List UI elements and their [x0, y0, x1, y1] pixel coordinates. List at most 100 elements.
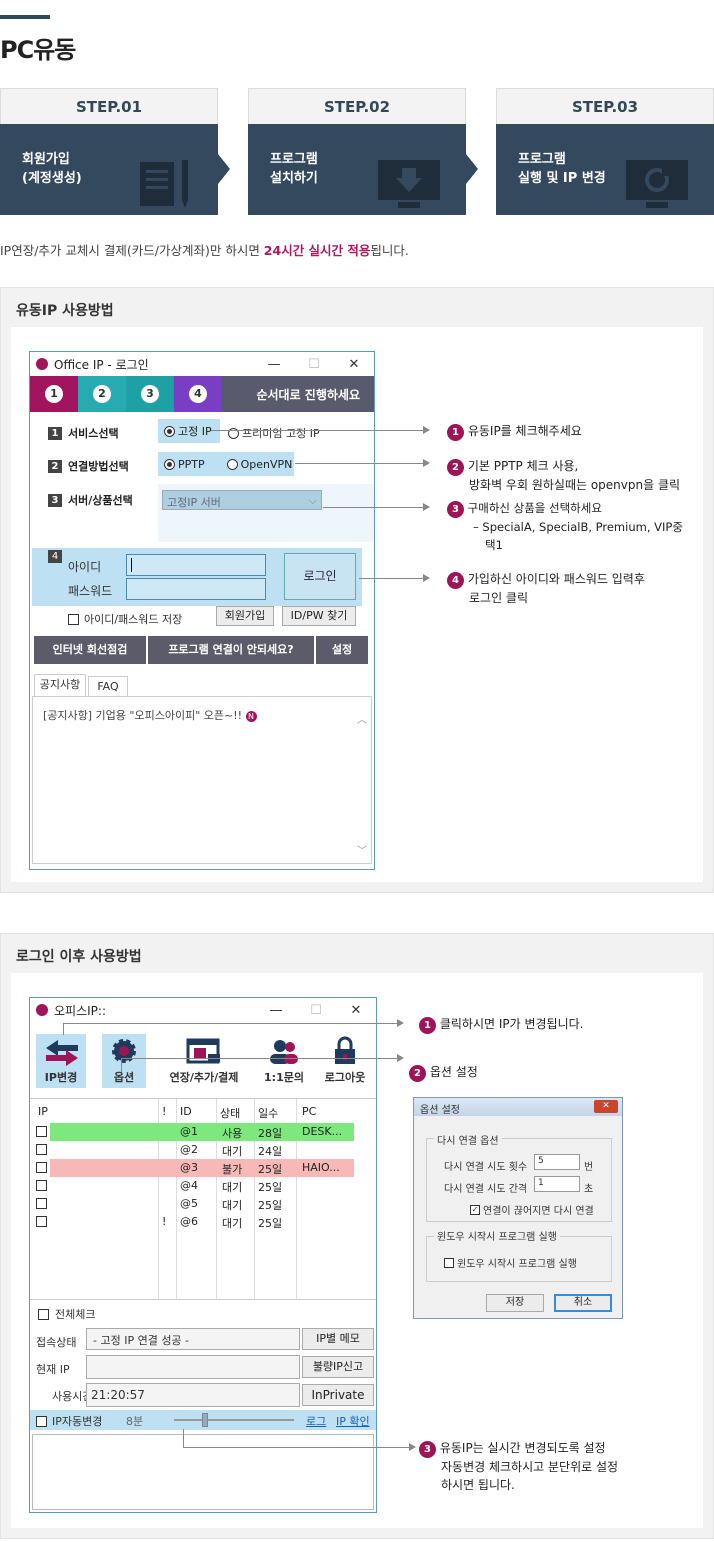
row-days: 25일	[258, 1163, 283, 1176]
maximize-button[interactable]: ☐	[308, 356, 320, 372]
officeip-main-window: 오피스IP:: — ☐ ✕ IP변경 옵션	[29, 997, 377, 1513]
maximize-button[interactable]: ☐	[310, 1002, 322, 1018]
login-window-titlebar: Office IP - 로그인 — ☐ ✕	[30, 352, 374, 376]
current-ip-value	[86, 1355, 300, 1379]
minimize-button[interactable]: —	[269, 1002, 283, 1018]
app-logo-icon	[36, 358, 48, 370]
callout-3: 3 구매하신 상품을 선택하세요– SpecialA, SpecialB, Pr…	[447, 499, 683, 554]
row-checkbox[interactable]	[36, 1126, 47, 1137]
row-checkbox[interactable]	[36, 1162, 47, 1173]
strip-instruction: 순서대로 진행하세요	[256, 388, 360, 402]
payment-window-icon	[186, 1038, 220, 1064]
startup-option[interactable]: 윈도우 시작시 프로그램 실행	[444, 1255, 577, 1270]
row-checkbox[interactable]	[36, 1144, 47, 1155]
row-days: 28일	[258, 1127, 283, 1140]
interval-slider[interactable]	[174, 1419, 294, 1421]
toolbar-logout[interactable]: 로그아웃	[318, 1034, 372, 1088]
startup-checkbox[interactable]	[444, 1257, 454, 1268]
current-ip-label: 현재 IP	[36, 1363, 70, 1376]
reconnect-checkbox[interactable]: ✓	[470, 1204, 480, 1215]
realtime-notice: IP연장/추가 교체시 결제(카드/가상계좌)만 하시면 24시간 실시간 적용…	[0, 243, 409, 258]
tab-faq[interactable]: FAQ	[88, 676, 128, 696]
save-credentials-checkbox[interactable]	[68, 613, 79, 625]
toolbar-ip-change[interactable]: IP변경	[36, 1034, 86, 1088]
openvpn-radio[interactable]	[226, 458, 238, 470]
close-button[interactable]: ✕	[348, 356, 360, 372]
options-dialog-title: 옵션 설정	[420, 1105, 460, 1116]
reconnect-group	[426, 1138, 612, 1222]
server-select[interactable]: 고정IP 서버⌵	[162, 490, 322, 510]
log-link[interactable]: 로그	[306, 1415, 327, 1428]
dialog-close-icon[interactable]: ✕	[594, 1100, 618, 1113]
line-check-button[interactable]: 인터넷 회선점검	[34, 636, 146, 664]
ip-memo-button[interactable]: IP별 메모	[302, 1328, 374, 1350]
row-status: 대기	[222, 1181, 243, 1194]
step-progress-strip: 1 2 3 4 순서대로 진행하세요	[30, 376, 374, 412]
interval-slider-handle[interactable]	[202, 1413, 208, 1427]
id-input[interactable]	[126, 554, 266, 576]
step-1: STEP.01 회원가입(계정생성)	[0, 88, 230, 215]
tab-notice[interactable]: 공지사항	[34, 674, 86, 696]
usage-time-label: 사용시간	[52, 1390, 86, 1403]
reconnect-option[interactable]: ✓연결이 끊어지면 다시 연결	[470, 1204, 594, 1217]
row-highlight	[50, 1123, 354, 1141]
login-step-num: 4	[48, 550, 62, 563]
toolbar-options[interactable]: 옵션	[102, 1034, 146, 1088]
scroll-down-icon[interactable]: ﹀	[357, 846, 367, 857]
row-checkbox[interactable]	[36, 1180, 47, 1191]
row-status: 대기	[222, 1145, 243, 1158]
ip-change-arrows-icon	[46, 1040, 78, 1066]
pptp-radio[interactable]	[164, 458, 175, 470]
connection-help-button[interactable]: 프로그램 연결이 안되세요?	[148, 636, 314, 664]
section1-title: 유동IP 사용방법	[16, 303, 114, 319]
fixed-ip-option[interactable]: 고정 IP	[158, 419, 220, 443]
progress-step-3: 3	[141, 385, 159, 403]
retry-interval-label: 다시 연결 시도 간격	[444, 1184, 528, 1195]
save-credentials[interactable]: 아이디/패스워드 저장	[68, 611, 182, 627]
options-cancel-button[interactable]: 취소	[554, 1294, 612, 1312]
main-window-title: 오피스IP::	[54, 1003, 106, 1018]
find-idpw-button[interactable]: ID/PW 찾기	[282, 606, 356, 626]
join-button[interactable]: 회원가입	[216, 606, 274, 626]
row-days: 25일	[258, 1217, 283, 1230]
retry-count-label: 다시 연결 시도 횟수	[444, 1162, 528, 1173]
options-save-button[interactable]: 저장	[486, 1294, 544, 1312]
premium-ip-option[interactable]: 프리미엄 고정 IP	[228, 425, 320, 441]
app-logo-icon	[36, 1004, 48, 1016]
document-pencil-icon	[140, 160, 188, 208]
notice-item[interactable]: [공지사항] 기업용 "오피스아이피" 오픈~!! N	[43, 707, 257, 723]
section-dynamic-ip-usage: 유동IP 사용방법 Office IP - 로그인 — ☐ ✕ 1 2 3 4 …	[0, 287, 714, 893]
login-window: Office IP - 로그인 — ☐ ✕ 1 2 3 4 순서대로 진행하세요…	[29, 351, 375, 870]
scroll-up-icon[interactable]: ︿	[357, 715, 367, 726]
password-input[interactable]	[126, 578, 266, 600]
row-checkbox[interactable]	[36, 1216, 47, 1227]
check-all[interactable]: 전체체크	[38, 1306, 95, 1322]
auto-change-checkbox[interactable]	[36, 1415, 47, 1427]
retry-interval-input[interactable]: 1	[534, 1176, 580, 1192]
step-1-head: STEP.01	[0, 88, 218, 124]
step-2-head: STEP.02	[248, 88, 466, 124]
close-button[interactable]: ✕	[350, 1002, 362, 1018]
toolbar-inquiry[interactable]: 1:1문의	[258, 1034, 310, 1088]
login-button[interactable]: 로그인	[284, 553, 356, 600]
toolbar-extend-payment[interactable]: 연장/추가/결제	[162, 1034, 246, 1088]
minimize-button[interactable]: —	[267, 356, 281, 372]
row-checkbox[interactable]	[36, 1198, 47, 1209]
settings-button[interactable]: 설정	[316, 636, 368, 664]
auto-change[interactable]: IP자동변경	[36, 1413, 102, 1429]
retry-count-input[interactable]: 5	[534, 1154, 580, 1170]
check-all-checkbox[interactable]	[38, 1308, 49, 1320]
inprivate-button[interactable]: InPrivate	[302, 1384, 374, 1406]
callout-2: 2 기본 PPTP 체크 사용,방화벽 우회 원하실때는 openvpn을 클릭	[447, 457, 680, 494]
ip-check-link[interactable]: IP 확인	[336, 1415, 370, 1428]
bad-ip-report-button[interactable]: 불량IP신고	[302, 1356, 374, 1378]
